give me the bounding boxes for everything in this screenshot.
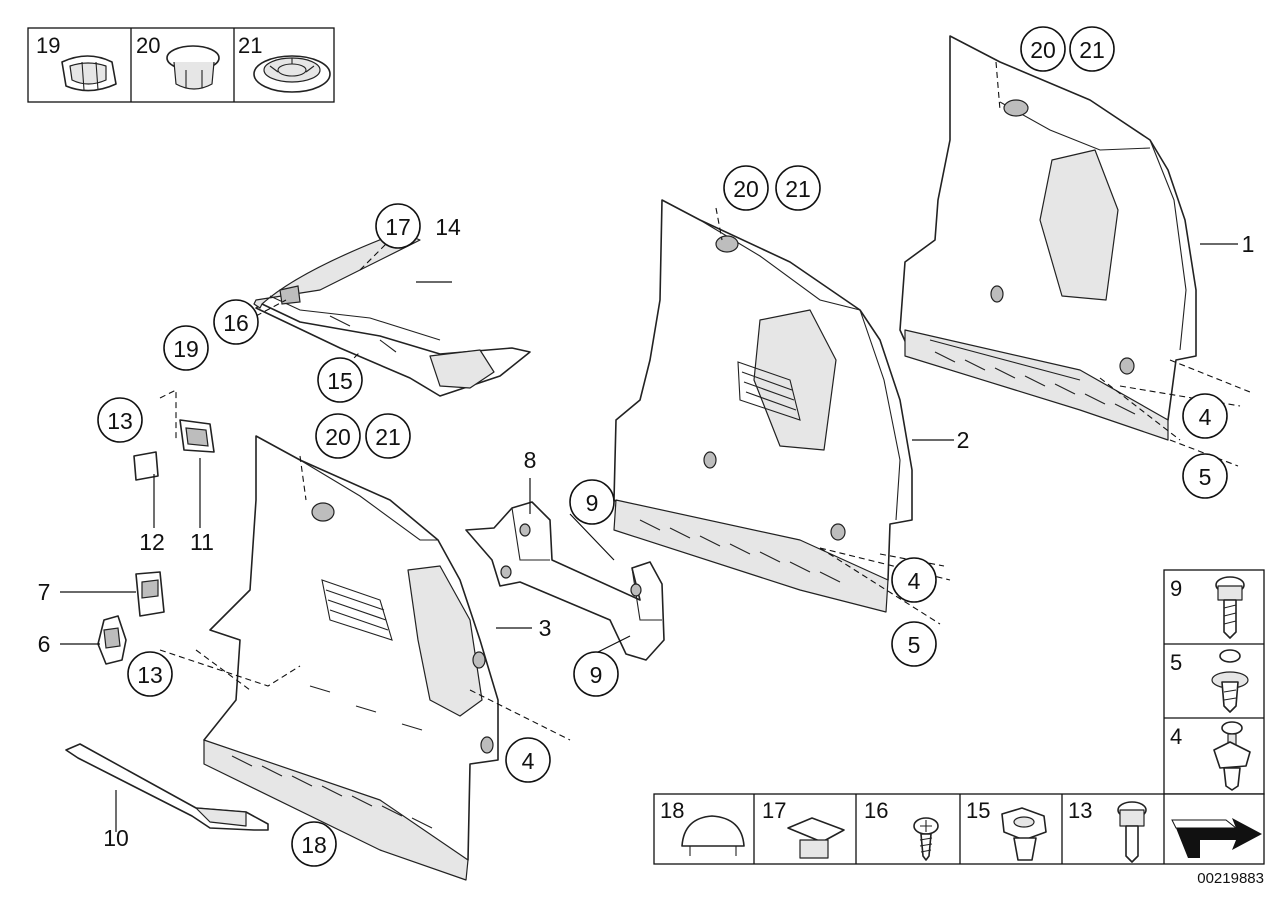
label-1: 1	[1242, 231, 1255, 257]
legend-top-label-21: 21	[238, 33, 262, 58]
label-9: 9	[590, 662, 603, 688]
part-7	[135, 571, 165, 617]
rivet-5-icon	[1211, 649, 1249, 713]
bracket-8	[465, 501, 665, 661]
legend-bottom-label-16: 16	[864, 798, 888, 823]
clip-19-icon	[61, 55, 117, 92]
callouts	[97, 26, 1228, 867]
label-20: 20	[733, 176, 759, 202]
legend-right: 9 5 4	[1163, 569, 1265, 795]
legend-bottom: 18 17 16 15 13	[653, 793, 1265, 865]
label-3: 3	[539, 615, 552, 641]
label-14: 14	[435, 214, 461, 240]
label-20: 20	[325, 424, 351, 450]
label-11: 11	[190, 529, 214, 555]
label-5: 5	[908, 632, 921, 658]
label-18: 18	[301, 832, 327, 858]
part-6	[97, 615, 127, 665]
trim-panel-1	[899, 35, 1197, 441]
cover-panel-14	[253, 231, 531, 397]
legend-bottom-label-18: 18	[660, 798, 684, 823]
label-4: 4	[1199, 404, 1212, 430]
label-21: 21	[785, 176, 811, 202]
label-5: 5	[1199, 464, 1212, 490]
direction-arrow-icon	[1171, 818, 1262, 858]
label-20: 20	[1030, 37, 1056, 63]
legend-top-label-19: 19	[36, 33, 60, 58]
label-17: 17	[385, 214, 411, 240]
legend-right-label-9: 9	[1170, 576, 1182, 601]
plug-20-icon	[166, 45, 220, 90]
clip-17-icon	[787, 817, 845, 859]
label-8: 8	[524, 447, 537, 473]
label-21: 21	[1079, 37, 1105, 63]
part-12	[133, 451, 159, 481]
part-11	[179, 419, 215, 453]
label-4: 4	[522, 748, 535, 774]
screw-13-icon	[1117, 801, 1147, 863]
label-6: 6	[38, 631, 51, 657]
part-labels: 20 21 20 21 17 14 16 19 15 13 20 21 1 2 …	[38, 37, 1255, 858]
label-21: 21	[375, 424, 401, 450]
label-13: 13	[107, 408, 133, 434]
legend-bottom-label-15: 15	[966, 798, 990, 823]
legend-top: 19 20 21	[27, 27, 335, 103]
legend-right-label-4: 4	[1170, 724, 1182, 749]
legend-right-label-5: 5	[1170, 650, 1182, 675]
label-9: 9	[586, 490, 599, 516]
label-13: 13	[137, 662, 163, 688]
reference-number: 00219883	[1197, 870, 1264, 887]
nut-clip-15-icon	[1001, 807, 1047, 861]
strip-10	[65, 743, 269, 831]
legend-bottom-label-13: 13	[1068, 798, 1092, 823]
cap-18-icon	[681, 815, 745, 856]
label-19: 19	[173, 336, 199, 362]
label-15: 15	[327, 368, 353, 394]
label-7: 7	[38, 579, 51, 605]
label-12: 12	[139, 529, 165, 555]
label-4: 4	[908, 568, 921, 594]
grommet-21-icon	[253, 55, 331, 93]
trim-panel-2	[613, 199, 913, 613]
legend-top-label-20: 20	[136, 33, 160, 58]
trim-panel-3	[203, 435, 499, 881]
label-2: 2	[957, 427, 970, 453]
screw-9-icon	[1215, 576, 1245, 639]
label-16: 16	[223, 310, 249, 336]
label-10: 10	[103, 825, 129, 851]
legend-bottom-label-17: 17	[762, 798, 786, 823]
screw-16-icon	[913, 817, 939, 861]
rivet-4-icon	[1213, 721, 1251, 791]
